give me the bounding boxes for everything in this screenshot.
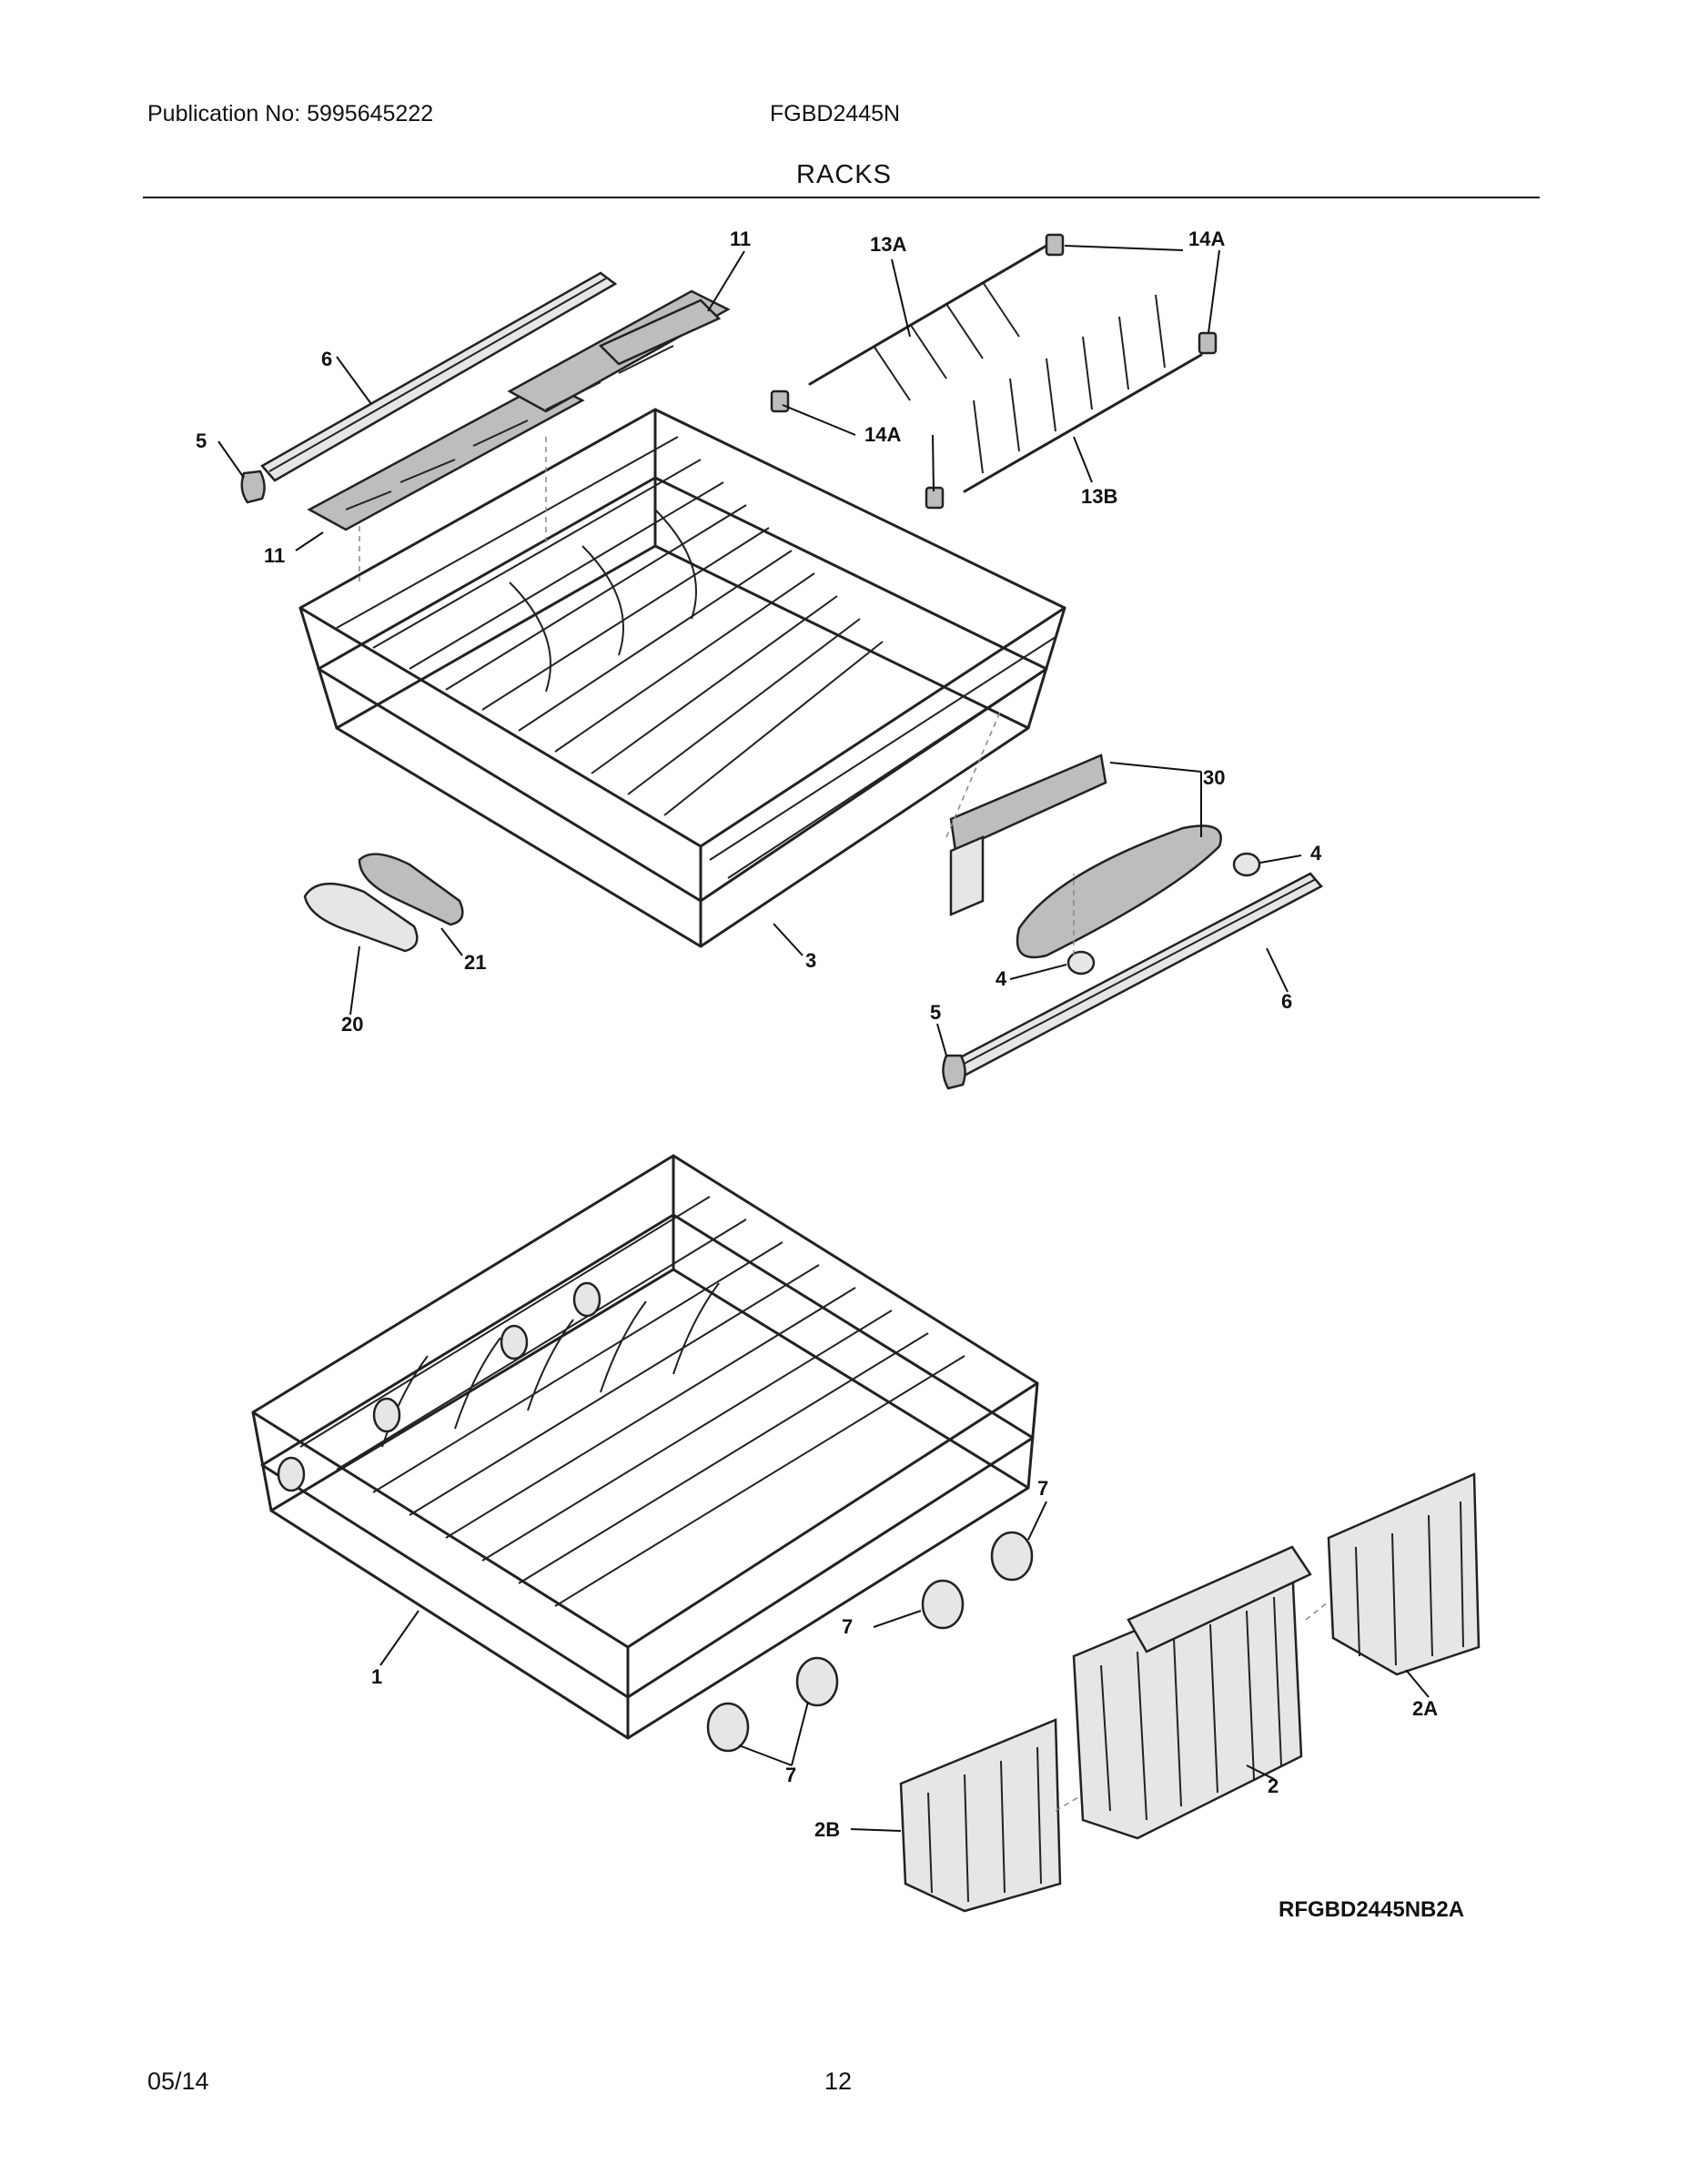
handle-20-part [303, 882, 419, 953]
callout-13a: 13A [870, 233, 906, 256]
callout-5: 5 [196, 430, 207, 452]
clip-14a-part [770, 233, 1218, 510]
callout-13b: 13B [1081, 485, 1117, 508]
callout-7: 7 [842, 1615, 853, 1638]
publication-number: Publication No: 5995645222 [147, 101, 434, 126]
upper-rack-basket-part [298, 408, 1066, 948]
callout-4: 4 [1310, 842, 1322, 864]
callout-3: 3 [805, 949, 816, 972]
model-number: FGBD2445N [770, 101, 901, 126]
section-title: RACKS [796, 160, 892, 189]
tine-row-13a-part [808, 244, 1048, 401]
cup-shelf-part [307, 289, 731, 531]
callout-7: 7 [785, 1764, 796, 1786]
handle-bracket-21-part [358, 853, 464, 926]
callout-30: 30 [1203, 766, 1225, 789]
callout-6: 6 [1281, 990, 1292, 1013]
roller-4-part [1066, 852, 1261, 976]
footer-date: 05/14 [147, 2068, 209, 2095]
silverware-basket-2b-part [899, 1718, 1062, 1913]
callout-11: 11 [264, 544, 285, 567]
silverware-basket-2-part [1072, 1545, 1312, 1840]
header-divider [143, 197, 1540, 198]
callout-1: 1 [371, 1665, 382, 1688]
callout-7: 7 [1037, 1477, 1048, 1500]
callout-21: 21 [464, 951, 486, 974]
callout-20: 20 [341, 1013, 363, 1036]
callout-2: 2 [1268, 1774, 1279, 1797]
upper-left-rail-part [260, 271, 618, 482]
upper-left-endcap-part [240, 470, 266, 504]
callout-5: 5 [930, 1001, 941, 1024]
callout-14a: 14A [864, 423, 901, 446]
drawing-code: RFGBD2445NB2A [1279, 1897, 1464, 1922]
callout-11: 11 [730, 228, 751, 250]
callout-4: 4 [996, 967, 1007, 990]
tine-row-13b-part [963, 294, 1203, 493]
wheel-7-part [706, 1531, 1034, 1753]
silverware-basket-2a-part [1327, 1472, 1481, 1676]
callout-6: 6 [321, 348, 332, 370]
callout-14a: 14A [1188, 228, 1225, 250]
upper-right-endcap-part [942, 1054, 966, 1090]
footer-page-number: 12 [824, 2068, 853, 2095]
callout-2b: 2B [814, 1818, 840, 1841]
leader-lines [217, 245, 1430, 1832]
rack-bracket-30-part [949, 753, 1222, 959]
callout-2a: 2A [1412, 1697, 1438, 1720]
lower-rack-basket-part [251, 1154, 1039, 1740]
